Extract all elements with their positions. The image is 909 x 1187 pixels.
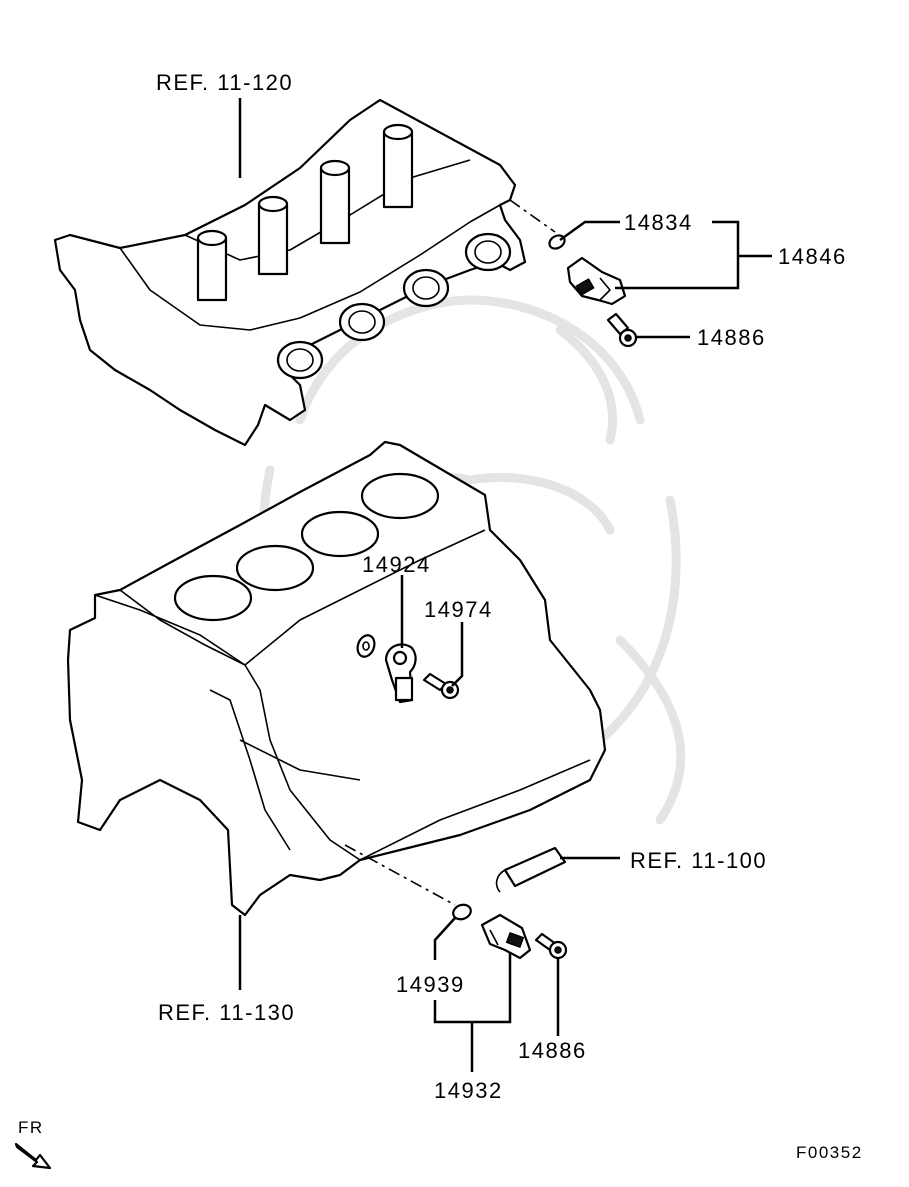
- label-14932: 14932: [434, 1078, 503, 1103]
- cam-sensor-bolt: [606, 312, 638, 348]
- label-14846: 14846: [778, 244, 847, 269]
- cam-sensor-oring: [548, 234, 566, 250]
- label-ref-11-130: REF. 11-130: [158, 1000, 295, 1025]
- front-direction-arrow-icon: [14, 1142, 52, 1170]
- crank-sensor-centerline: [344, 844, 456, 906]
- leader-lines: [238, 98, 772, 1072]
- crank-position-sensor: [480, 913, 532, 960]
- label-ref-11-120: REF. 11-120: [156, 70, 293, 95]
- crank-sensor-oring: [452, 903, 472, 921]
- cam-position-sensor: [566, 256, 627, 306]
- label-14924: 14924: [362, 552, 431, 577]
- spark-plug-tubes: [196, 123, 414, 302]
- label-14939: 14939: [396, 972, 465, 997]
- cylinder-head: [53, 98, 527, 447]
- label-fr: FR: [18, 1118, 44, 1137]
- cylinder-bores: [173, 472, 440, 622]
- figure-code: F00352: [796, 1143, 863, 1162]
- knock-sensor-bolt: [422, 672, 460, 700]
- cam-sensor-centerline: [509, 199, 556, 233]
- label-ref-11-100: REF. 11-100: [630, 848, 767, 873]
- exhaust-ports: [276, 232, 512, 380]
- label-14834: 14834: [624, 210, 693, 235]
- label-14886-bottom: 14886: [518, 1038, 587, 1063]
- label-14974: 14974: [424, 597, 493, 622]
- label-14886-top: 14886: [697, 325, 766, 350]
- cylinder-block: [66, 440, 607, 917]
- knock-sensor-washer: [356, 634, 376, 658]
- sealant-tube: [495, 846, 567, 893]
- knock-sensor: [384, 643, 417, 704]
- crank-sensor-bolt: [534, 932, 568, 960]
